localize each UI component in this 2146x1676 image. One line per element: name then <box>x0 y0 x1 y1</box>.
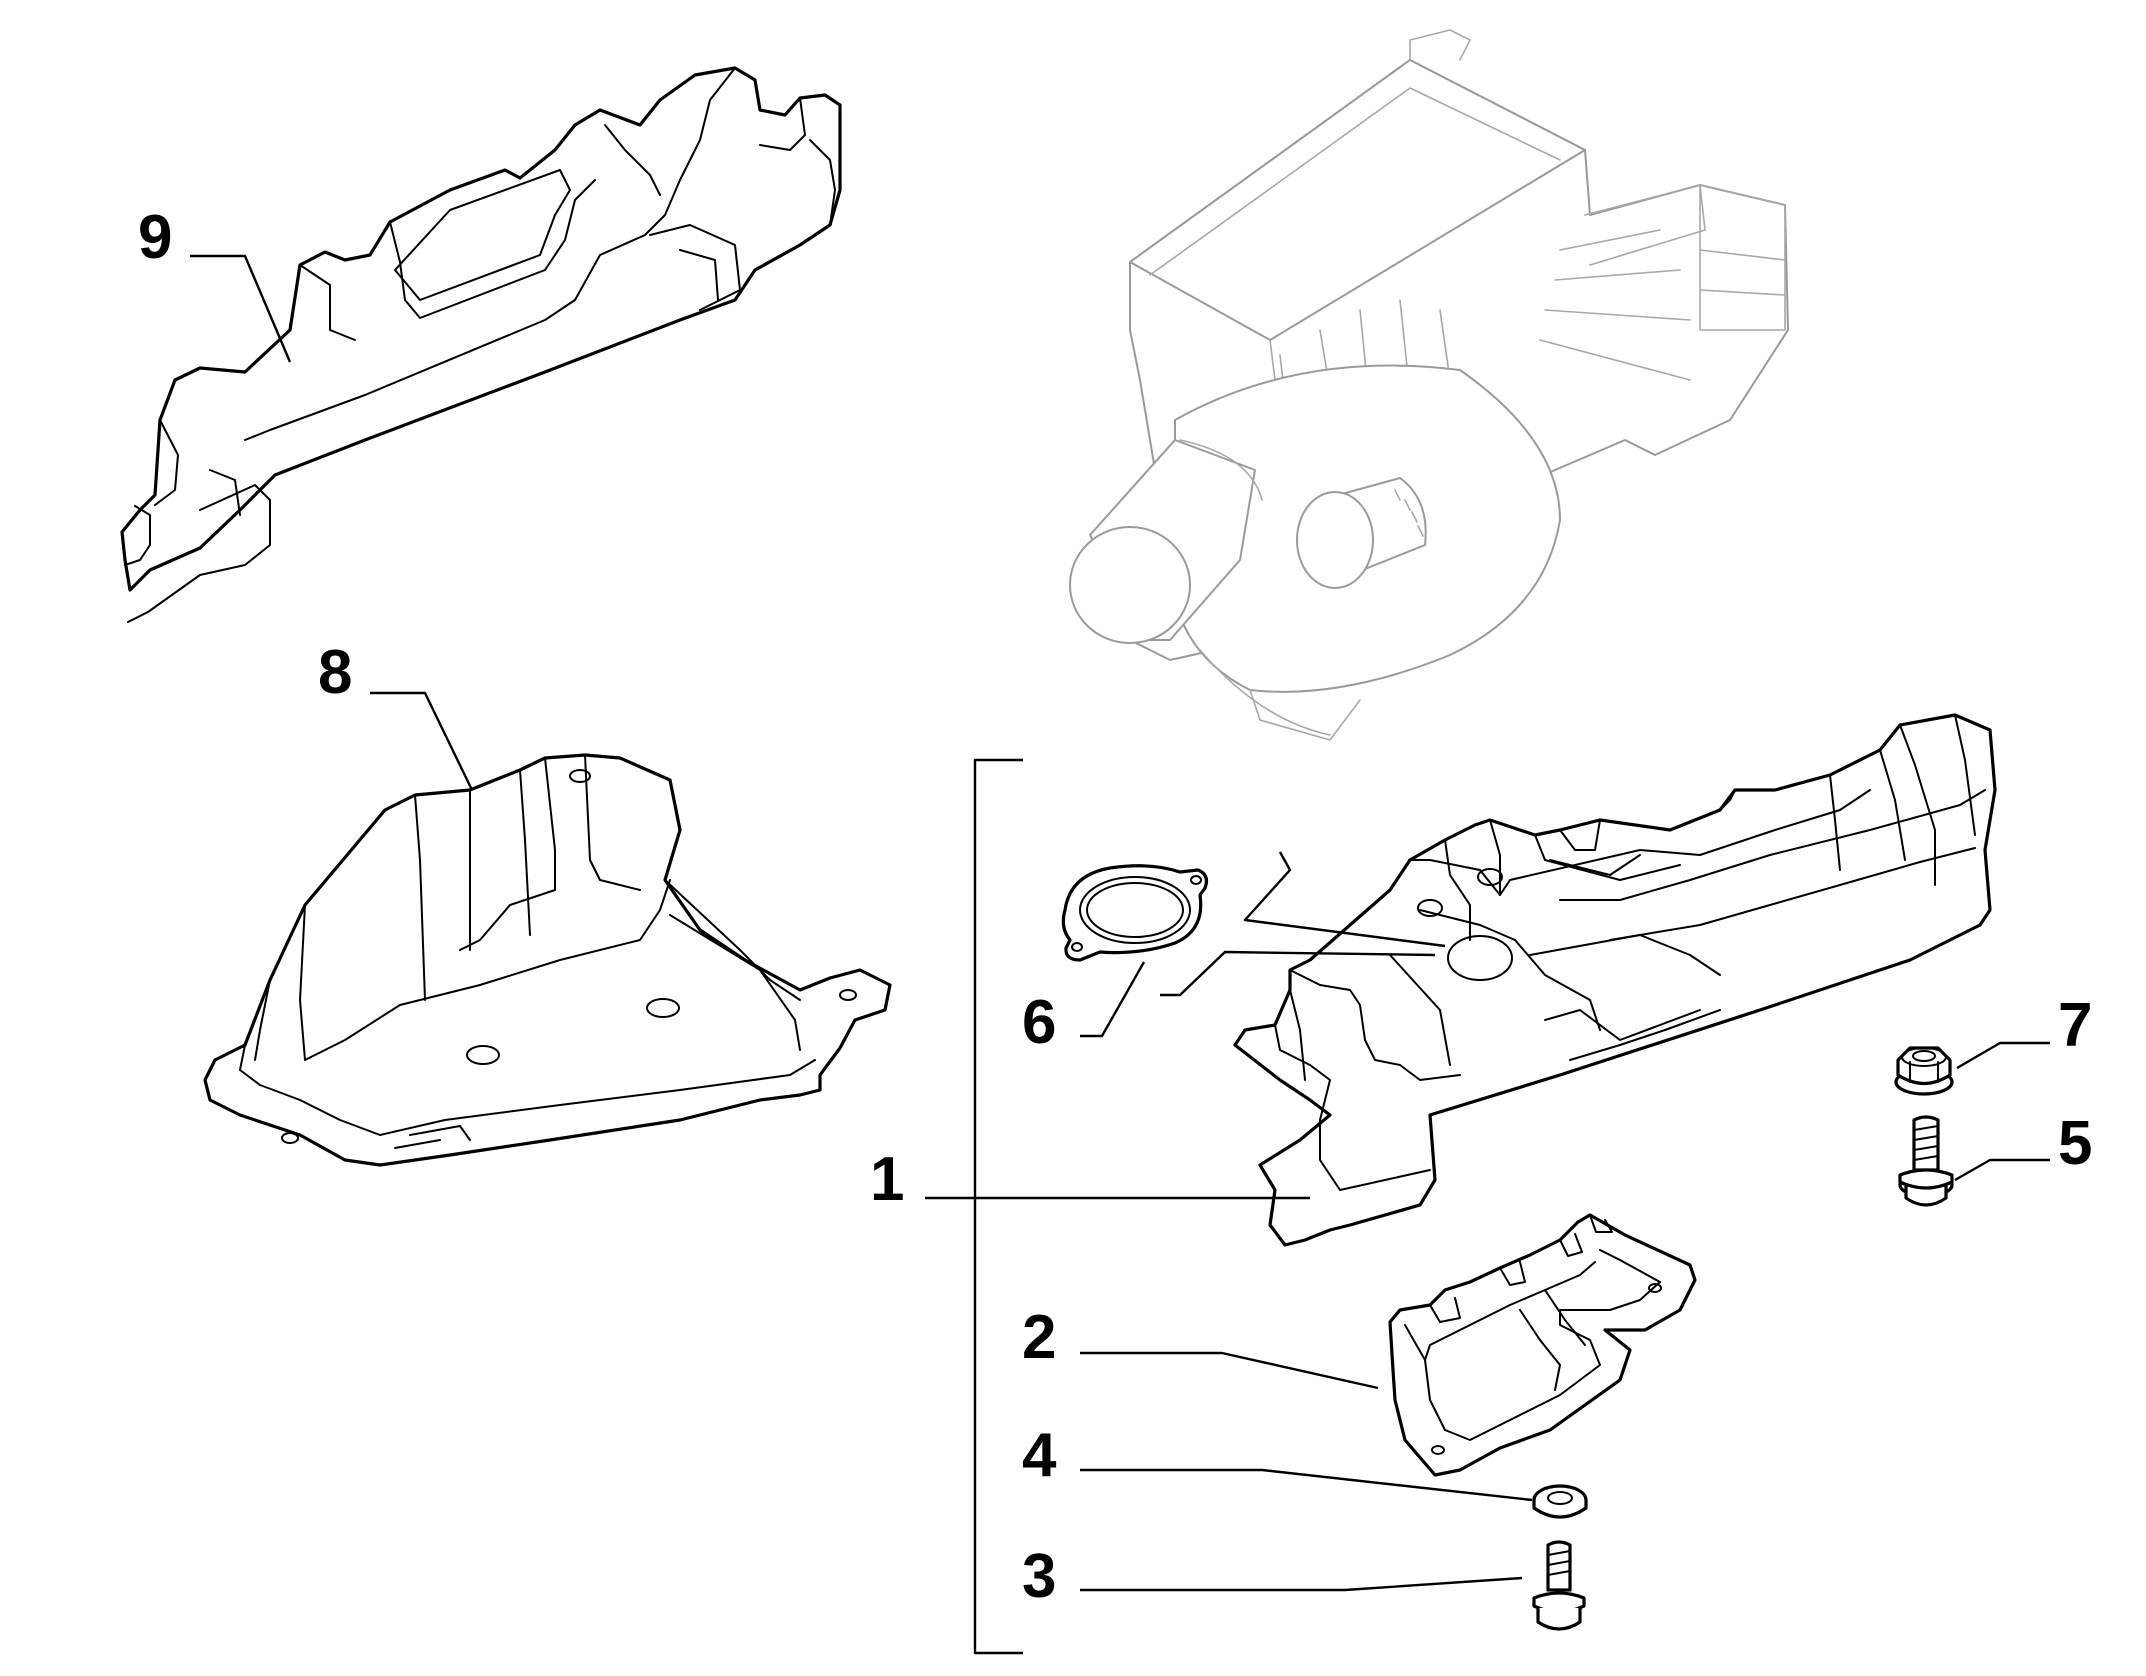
engine-reference-drawing <box>1069 29 1789 741</box>
callout-7: 7 <box>2058 991 2092 1060</box>
part-7-flange-nut <box>1894 1046 1954 1096</box>
leader-line-8 <box>370 691 474 791</box>
part-2-cover-plate <box>1388 1213 1697 1477</box>
leader-line-4 <box>1080 1468 1533 1502</box>
leader-line-9 <box>190 254 292 363</box>
part-1-engine-undertray <box>1233 713 1997 1247</box>
callout-2: 2 <box>1022 1303 1056 1372</box>
part-4-washer <box>1532 1484 1588 1519</box>
leader-line-6b <box>1160 950 1436 997</box>
assembly-bracket <box>973 758 1023 1655</box>
callout-9: 9 <box>138 203 172 272</box>
callout-5: 5 <box>2058 1109 2092 1178</box>
callout-8: 8 <box>318 638 352 707</box>
leader-line-2 <box>1080 1351 1379 1390</box>
leader-line-6c <box>1243 851 1446 948</box>
callout-6: 6 <box>1022 988 1056 1057</box>
leader-line-5 <box>1954 1158 2050 1182</box>
leader-line-7 <box>1956 1041 2050 1070</box>
part-9-heat-shield <box>120 66 842 623</box>
part-6-round-gasket <box>1061 864 1209 962</box>
part-3-screw <box>1532 1540 1586 1631</box>
part-8-side-shield <box>203 753 892 1167</box>
callout-4: 4 <box>1022 1421 1057 1490</box>
callout-1: 1 <box>870 1145 904 1214</box>
part-5-flange-bolt <box>1898 1115 1954 1207</box>
leader-line-6 <box>1080 961 1146 1038</box>
callout-3: 3 <box>1022 1542 1056 1611</box>
leader-line-3 <box>1080 1576 1523 1592</box>
